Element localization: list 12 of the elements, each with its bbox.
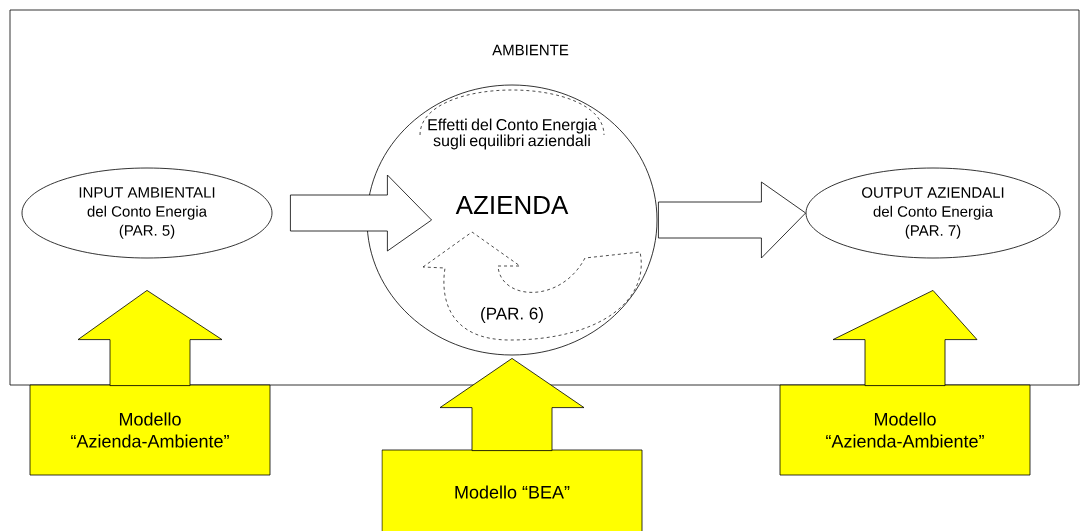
block-arrow — [439, 358, 585, 451]
main-label: AZIENDA — [455, 196, 569, 214]
model-box: Modello “Azienda-Ambiente” — [779, 384, 1031, 476]
reference-label: (PAR. 6) — [481, 307, 543, 323]
model-box: Modello “Azienda-Ambiente” — [29, 384, 271, 476]
block-arrow — [832, 290, 978, 386]
model-box: Modello “BEA” — [381, 449, 643, 531]
block-arrow — [290, 174, 432, 252]
effects-text: Effetti del Conto Energia sugli equilibri aziendali — [428, 118, 597, 150]
frame-title: AMBIENTE — [492, 44, 569, 56]
block-arrow — [658, 181, 806, 259]
block-arrow — [77, 290, 223, 386]
